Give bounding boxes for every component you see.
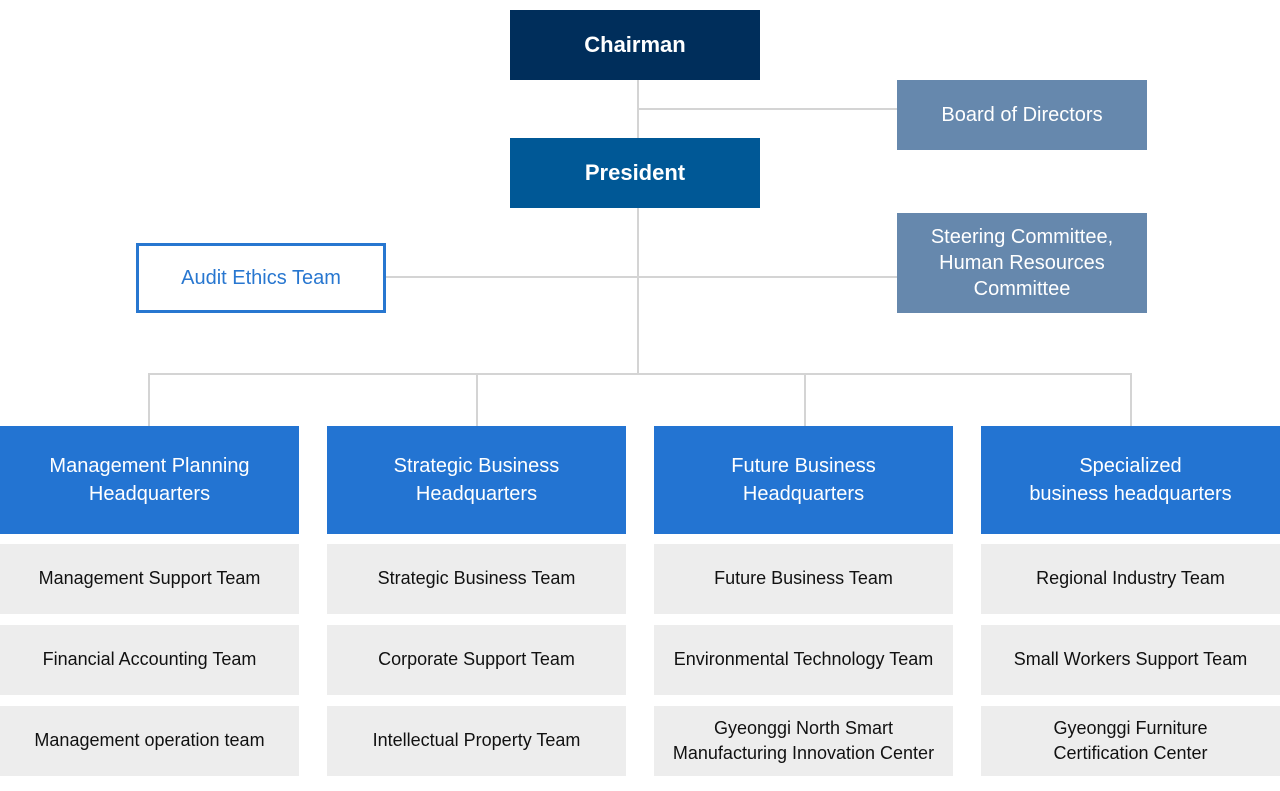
team-box: Regional Industry Team — [981, 544, 1280, 614]
team-label: Regional Industry Team — [1036, 568, 1225, 589]
team-label: Intellectual Property Team — [372, 730, 581, 751]
team-label: Future Business Team — [714, 568, 893, 589]
connector-board — [638, 108, 897, 110]
hq-future-business: Future Business Headquarters — [654, 426, 953, 534]
hq-label: Future Business Headquarters — [731, 455, 876, 505]
team-label: Small Workers Support Team — [1013, 649, 1248, 670]
hq-label: Management Planning Headquarters — [49, 455, 250, 505]
audit-ethics-label: Audit Ethics Team — [181, 267, 341, 289]
board-label: Board of Directors — [941, 104, 1103, 126]
team-label: Management Support Team — [38, 568, 261, 589]
hq-label: Specialized business headquarters — [1029, 455, 1232, 505]
team-box: Gyeonggi Furniture Certification Center — [981, 706, 1280, 776]
team-label: Corporate Support Team — [378, 649, 575, 670]
team-label: Financial Accounting Team — [42, 649, 257, 670]
connector-hq-3 — [804, 374, 806, 426]
connector-hq-1 — [148, 374, 150, 426]
connector-audit-steering — [386, 276, 897, 278]
hq-label: Strategic Business Headquarters — [393, 455, 560, 505]
hq-management-planning: Management Planning Headquarters — [0, 426, 299, 534]
team-box: Future Business Team — [654, 544, 953, 614]
connector-president-trunk — [637, 208, 639, 374]
team-box: Gyeonggi North Smart Manufacturing Innov… — [654, 706, 953, 776]
team-box: Strategic Business Team — [327, 544, 626, 614]
connector-hq-2 — [476, 374, 478, 426]
team-box: Financial Accounting Team — [0, 625, 299, 695]
connector-hq-4 — [1130, 374, 1132, 426]
team-box: Intellectual Property Team — [327, 706, 626, 776]
steering-committee-node: Steering Committee, Human Resources Comm… — [897, 213, 1147, 313]
chairman-label: Chairman — [584, 31, 686, 57]
hq-strategic-business: Strategic Business Headquarters — [327, 426, 626, 534]
team-box: Management operation team — [0, 706, 299, 776]
board-node: Board of Directors — [897, 80, 1147, 150]
steering-committee-label: Steering Committee, Human Resources Comm… — [930, 226, 1114, 300]
team-box: Environmental Technology Team — [654, 625, 953, 695]
audit-ethics-node: Audit Ethics Team — [136, 243, 386, 313]
team-label: Environmental Technology Team — [673, 649, 934, 670]
connector-hq-bar — [148, 373, 1132, 375]
president-node: President — [510, 138, 760, 208]
team-label: Management operation team — [34, 730, 265, 751]
hq-specialized-business: Specialized business headquarters — [981, 426, 1280, 534]
team-label: Gyeonggi Furniture Certification Center — [1053, 717, 1208, 763]
team-label: Strategic Business Team — [377, 568, 576, 589]
team-box: Management Support Team — [0, 544, 299, 614]
team-label: Gyeonggi North Smart Manufacturing Innov… — [672, 717, 935, 763]
chairman-node: Chairman — [510, 10, 760, 80]
team-box: Corporate Support Team — [327, 625, 626, 695]
team-box: Small Workers Support Team — [981, 625, 1280, 695]
president-label: President — [584, 159, 686, 185]
